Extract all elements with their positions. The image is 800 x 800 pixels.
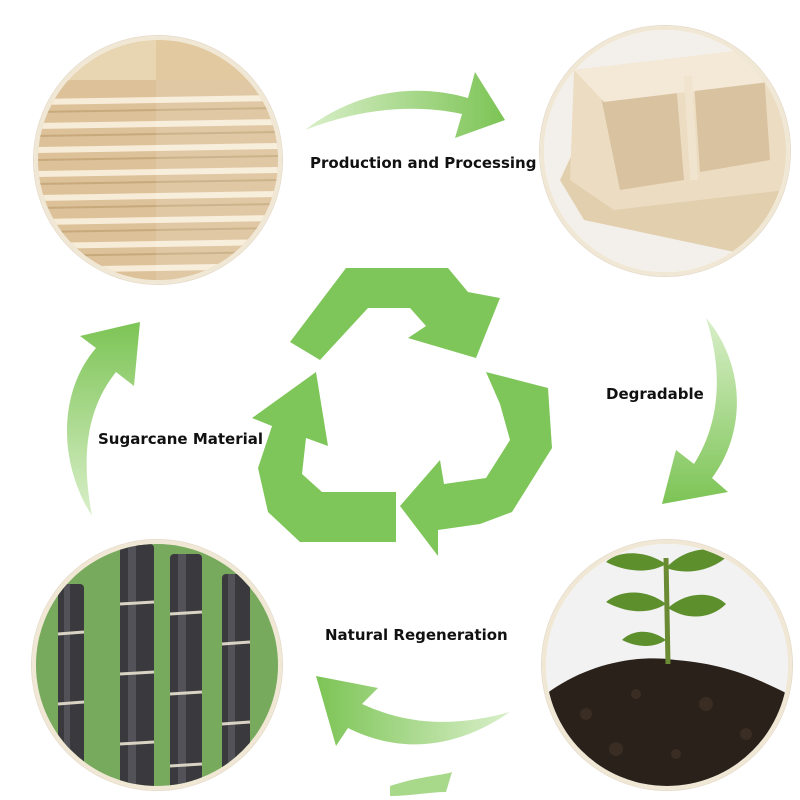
bagasse-container-image: [540, 26, 790, 276]
recycle-segment-right: [400, 372, 552, 556]
plywood-image: [34, 36, 282, 284]
label-sugarcane-material: Sugarcane Material: [98, 430, 263, 448]
seedling-soil-image: [542, 540, 792, 790]
label-production-and-processing: Production and Processing: [310, 154, 536, 172]
sugarcane-image: [32, 540, 282, 790]
recycle-segment-left: [252, 372, 396, 542]
label-degradable: Degradable: [606, 385, 704, 403]
recycle-segment-top: [290, 268, 500, 360]
label-natural-regeneration: Natural Regeneration: [325, 626, 508, 644]
